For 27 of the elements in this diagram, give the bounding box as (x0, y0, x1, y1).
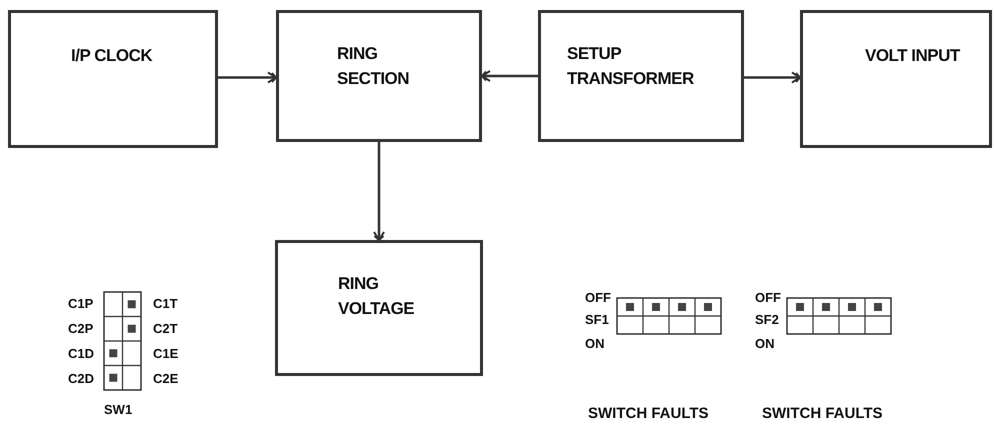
switch-label: SF2 (755, 312, 779, 327)
state-label: ON (585, 336, 604, 351)
box-label: RING VOLTAGE (338, 273, 416, 320)
state-label: ON (755, 336, 774, 351)
box-label: VOLT INPUT (865, 45, 962, 67)
caption: SWITCH FAULTS (588, 405, 709, 423)
pin-label: C1E (153, 346, 178, 361)
process-box (8, 10, 218, 148)
box-label: I/P CLOCK (71, 45, 154, 67)
process-box (538, 10, 744, 142)
pin-label: C1D (68, 346, 94, 361)
pin-label: C1T (153, 296, 178, 311)
box-label: RING SECTION (337, 43, 410, 90)
pin-label: C2P (68, 321, 94, 336)
pin-label: C2D (68, 371, 94, 386)
state-label: OFF (755, 290, 781, 305)
box-label: SETUP TRANSFORMER (567, 43, 695, 90)
pin-label: C1P (68, 296, 94, 311)
caption: SWITCH FAULTS (762, 405, 883, 423)
process-box (800, 10, 992, 148)
process-box (275, 240, 483, 376)
state-label: OFF (585, 290, 611, 305)
process-box (276, 10, 482, 142)
switch-label: SF1 (585, 312, 609, 327)
pin-label: C2E (153, 371, 178, 386)
switch-label: SW1 (104, 402, 132, 417)
pin-label: C2T (153, 321, 178, 336)
